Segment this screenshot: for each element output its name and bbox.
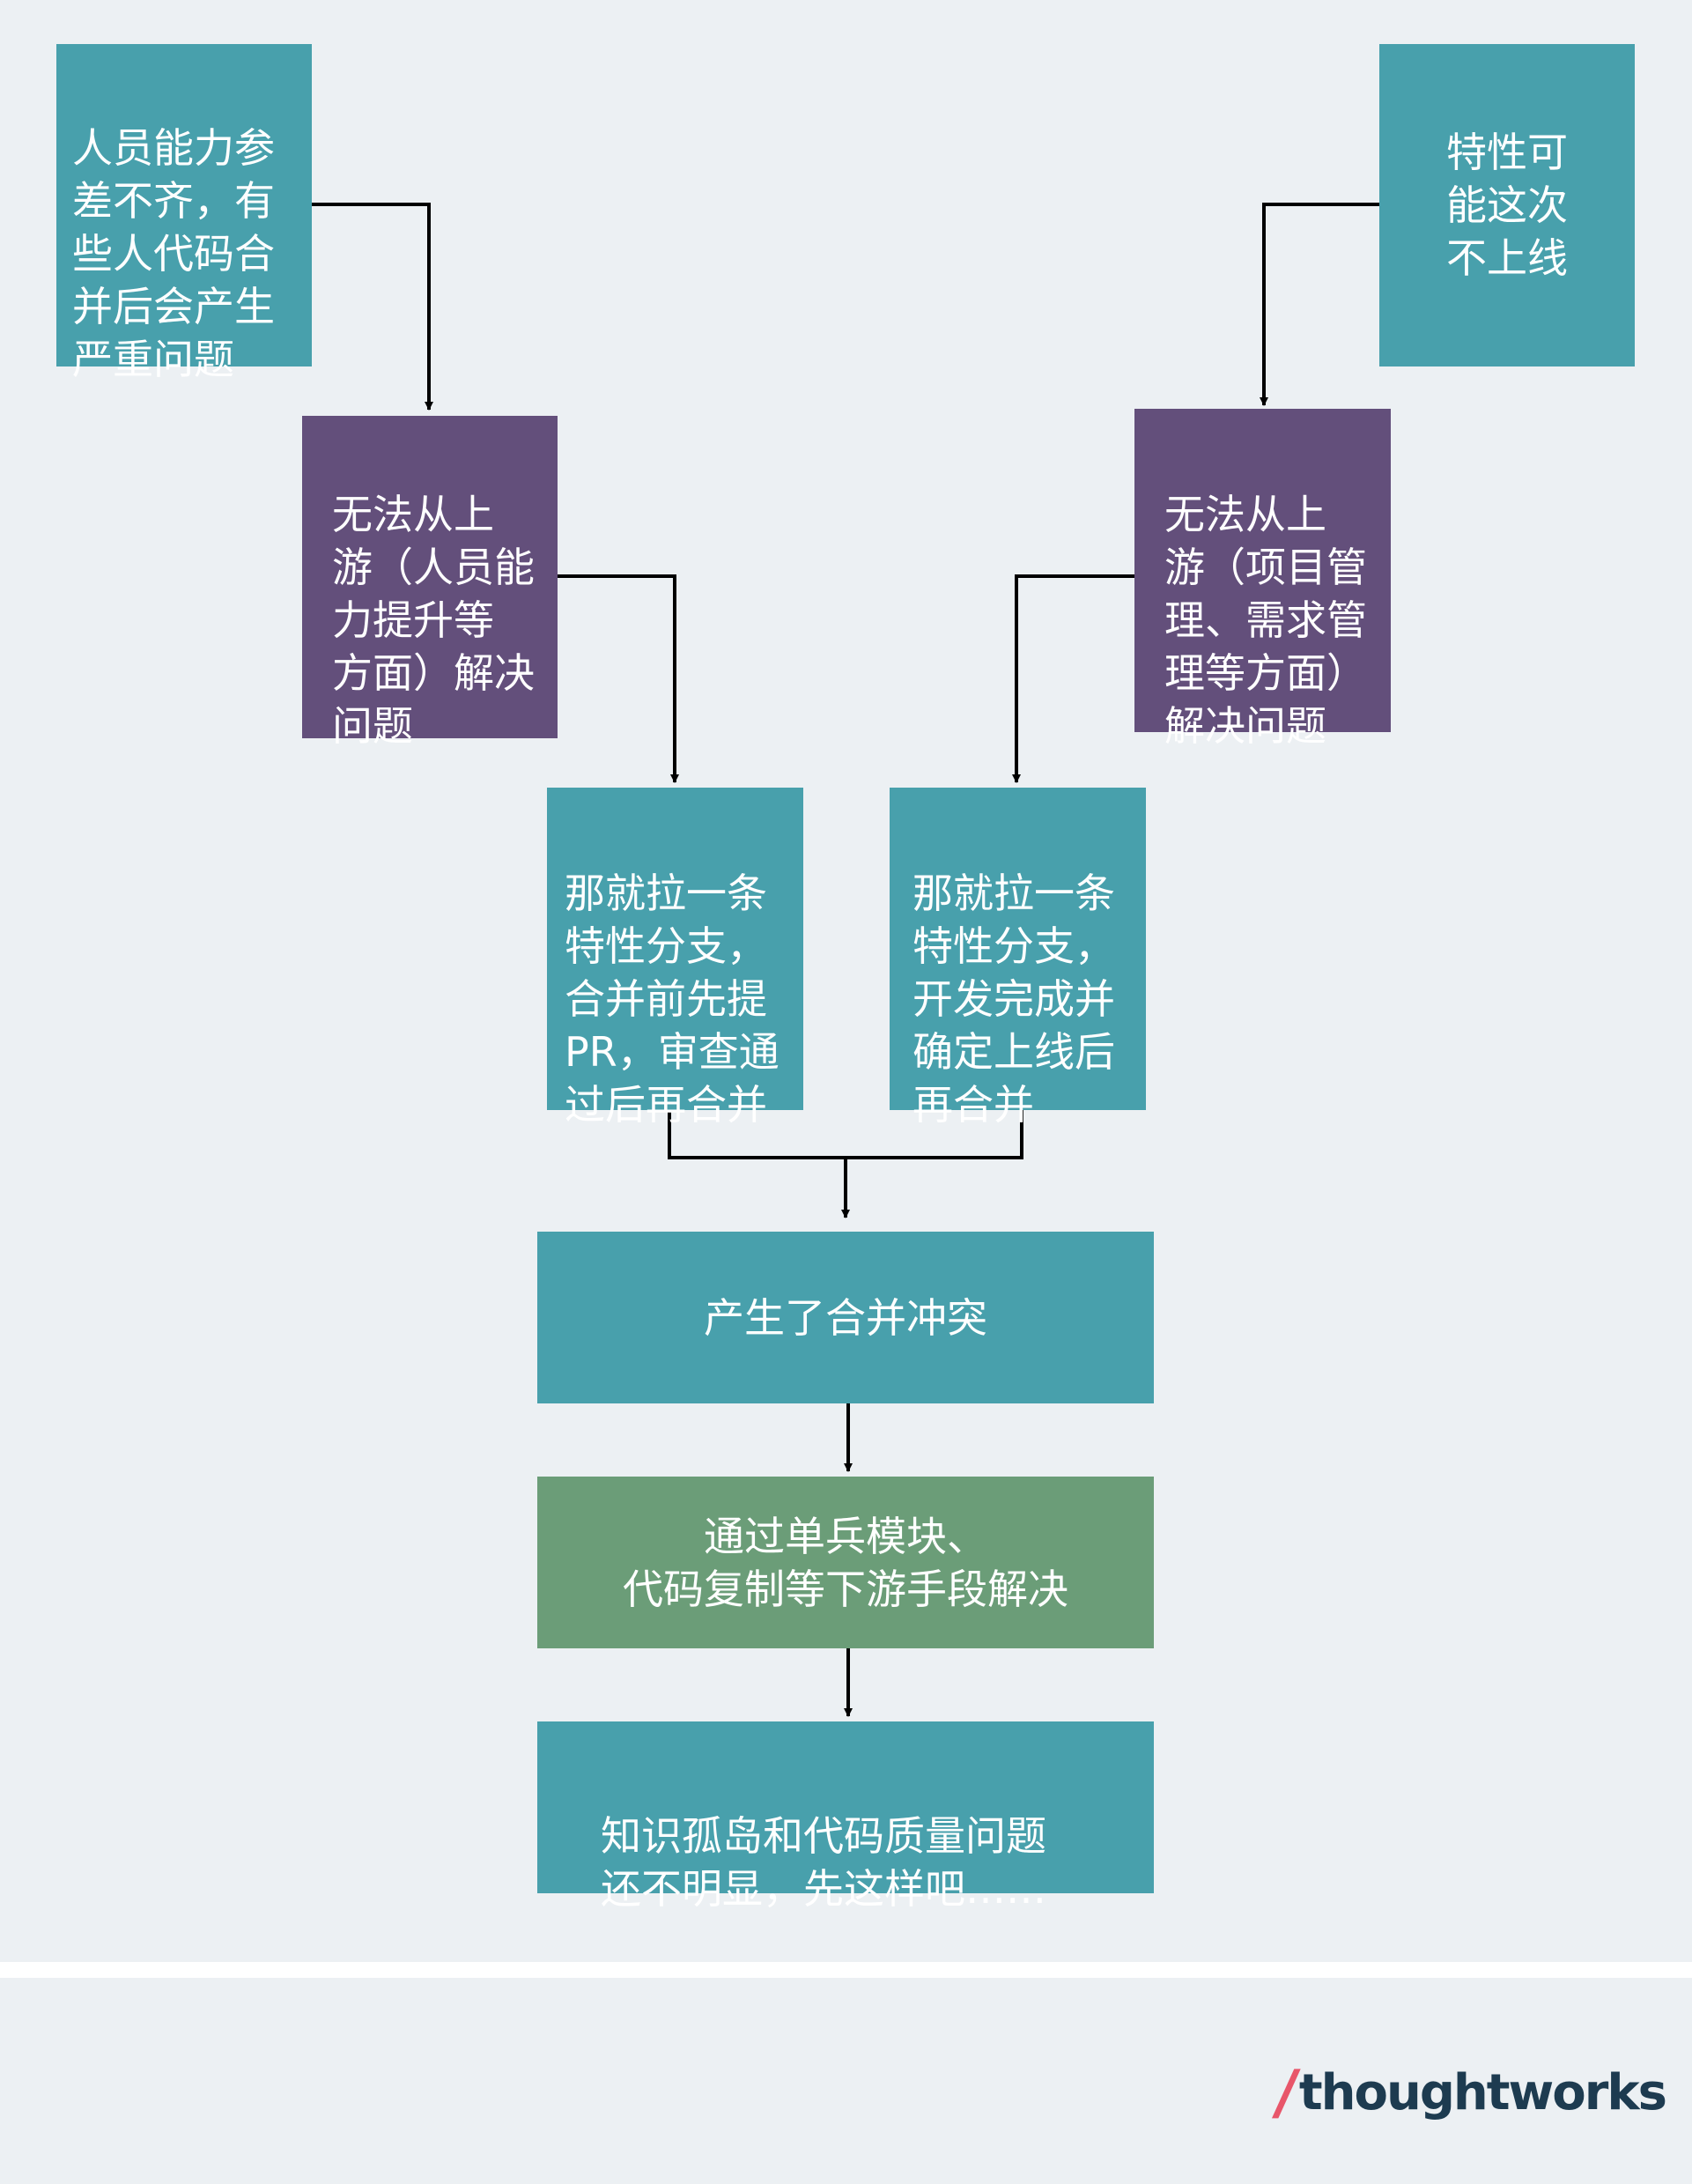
node-downstream-text: 通过单兵模块、 代码复制等下游手段解决 [623, 1512, 1068, 1613]
arrow-cause-left-to-upstream-left [311, 203, 433, 411]
logo-slash: / [1270, 2057, 1301, 2128]
node-branch-left-text: 那就拉一条 特性分支， 合并前先提 PR，审查通 过后再合并 [565, 870, 780, 1129]
node-result: 知识孤岛和代码质量问题 还不明显，先这样吧…… [537, 1721, 1154, 1913]
node-upstream-left: 无法从上 游（人员能 力提升等 方面）解决 问题 [302, 416, 558, 750]
node-branch-left: 那就拉一条 特性分支， 合并前先提 PR，审查通 过后再合并 [547, 788, 803, 1129]
thoughtworks-logo: / thoughtworks [1270, 2053, 1667, 2132]
logo-wordmark: thoughtworks [1298, 2063, 1667, 2121]
arrow-cause-right-to-upstream-right [1260, 203, 1380, 406]
node-conflict-text: 产生了合并冲突 [704, 1293, 987, 1342]
node-cause-left-text: 人员能力参 差不齐，有 些人代码合 并后会产生 严重问题 [72, 124, 275, 383]
node-result-text: 知识孤岛和代码质量问题 还不明显，先这样吧…… [601, 1812, 1046, 1913]
arrow-upstream-left-to-branch-left [558, 574, 679, 783]
arrow-upstream-right-to-branch-right [1012, 574, 1134, 783]
node-conflict: 产生了合并冲突 [537, 1232, 1154, 1403]
footer-divider [0, 1962, 1692, 1978]
node-cause-right: 特性可 能这次 不上线 [1379, 44, 1635, 366]
node-downstream: 通过单兵模块、 代码复制等下游手段解决 [537, 1477, 1154, 1648]
node-cause-left: 人员能力参 差不齐，有 些人代码合 并后会产生 严重问题 [56, 44, 312, 383]
node-branch-right: 那就拉一条 特性分支， 开发完成并 确定上线后 再合并 [890, 788, 1146, 1129]
node-cause-right-text: 特性可 能这次 不上线 [1446, 129, 1568, 282]
node-upstream-right-text: 无法从上 游（项目管 理、需求管 理等方面） 解决问题 [1164, 491, 1367, 750]
node-upstream-left-text: 无法从上 游（人员能 力提升等 方面）解决 问题 [332, 491, 535, 750]
node-upstream-right: 无法从上 游（项目管 理、需求管 理等方面） 解决问题 [1134, 409, 1391, 750]
node-branch-right-text: 那就拉一条 特性分支， 开发完成并 确定上线后 再合并 [912, 870, 1115, 1129]
